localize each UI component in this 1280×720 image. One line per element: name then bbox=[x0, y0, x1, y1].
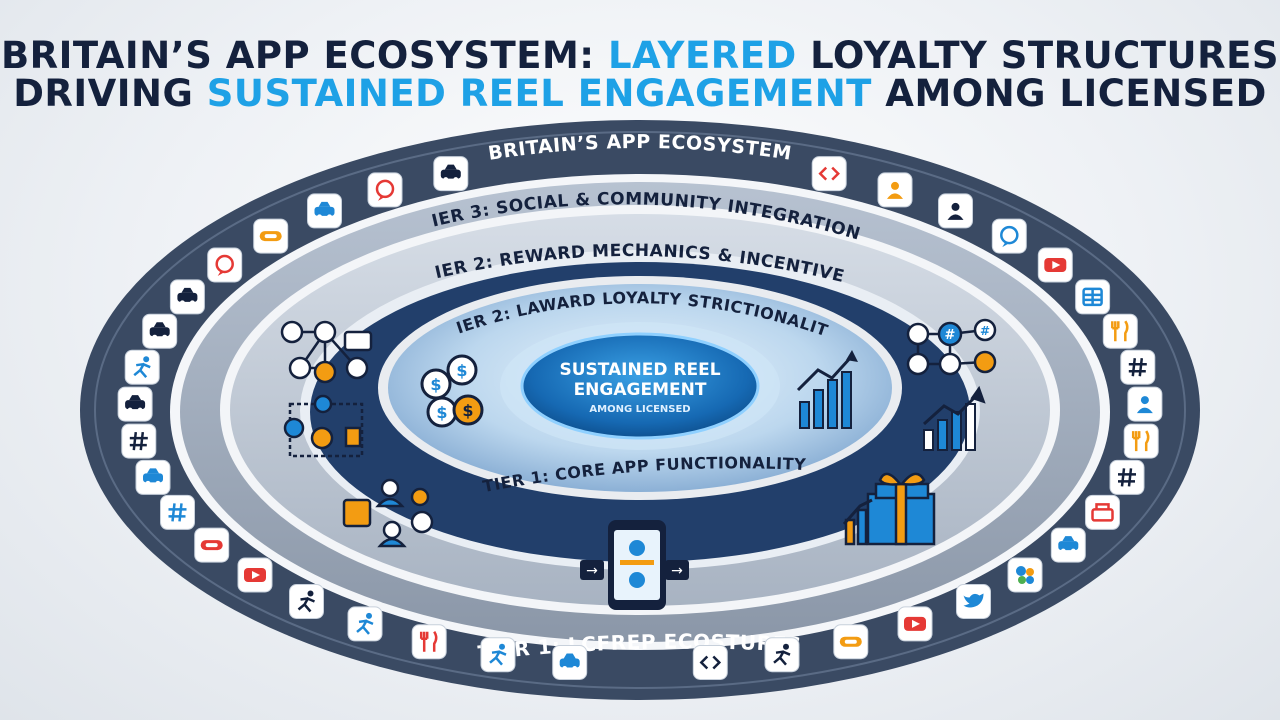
runner-icon bbox=[124, 349, 160, 385]
title-line-1: BRITAIN’S APP ECOSYSTEM: LAYERED LOYALTY… bbox=[0, 34, 1280, 77]
pill-icon bbox=[194, 527, 230, 563]
play-icon bbox=[1037, 247, 1073, 283]
title-text: DRIVING bbox=[13, 72, 207, 115]
car-icon bbox=[142, 313, 178, 349]
person-icon bbox=[938, 193, 973, 229]
runner-icon bbox=[289, 584, 324, 619]
code-icon bbox=[811, 156, 847, 192]
play-icon bbox=[897, 606, 933, 642]
grid-icon bbox=[1075, 279, 1111, 315]
car-icon bbox=[433, 156, 469, 192]
team-people-icon bbox=[342, 478, 434, 548]
svg-text:→: → bbox=[586, 563, 598, 579]
runner-icon bbox=[347, 606, 383, 642]
cutlery-icon bbox=[411, 624, 447, 660]
title-text: LOYALTY STRUCTURES bbox=[796, 34, 1280, 77]
person-icon bbox=[1127, 386, 1163, 422]
core-center bbox=[520, 332, 760, 440]
community-people-icon bbox=[283, 394, 364, 458]
core-line-1: SUSTAINED REEL bbox=[559, 360, 720, 380]
car-icon bbox=[552, 645, 588, 680]
svg-text:$: $ bbox=[456, 361, 467, 380]
car-icon bbox=[135, 459, 171, 495]
coins-icon: $ $ $ $ bbox=[420, 354, 484, 428]
app-icon-ring bbox=[117, 156, 1163, 680]
hashtag-icon bbox=[121, 423, 157, 459]
svg-text:$: $ bbox=[462, 401, 473, 420]
chat-bubble-icon bbox=[367, 172, 403, 208]
bird-icon bbox=[956, 584, 991, 619]
svg-text:#: # bbox=[980, 324, 990, 338]
person-icon bbox=[877, 172, 913, 208]
title-text: AMONG LICENSED bbox=[871, 72, 1267, 115]
core-line-2: ENGAGEMENT bbox=[574, 380, 707, 400]
runner-icon bbox=[764, 637, 800, 673]
puzzle-icon bbox=[1007, 557, 1043, 593]
title-highlight: LAYERED bbox=[607, 34, 797, 77]
car-icon bbox=[117, 386, 153, 422]
title-line-2: DRIVING SUSTAINED REEL ENGAGEMENT AMONG … bbox=[0, 72, 1280, 115]
growth-chart-icon bbox=[796, 350, 858, 429]
svg-text:$: $ bbox=[430, 375, 441, 394]
car-icon bbox=[169, 279, 205, 315]
svg-text:→: → bbox=[671, 563, 683, 579]
social-network-icon bbox=[280, 320, 373, 384]
pill-icon bbox=[833, 624, 869, 660]
cutlery-icon bbox=[1123, 423, 1159, 459]
svg-text:#: # bbox=[945, 328, 956, 343]
hashtag-network-icon: # # bbox=[906, 318, 997, 376]
cutlery-icon bbox=[1102, 313, 1138, 349]
svg-text:$: $ bbox=[436, 403, 447, 422]
pill-icon bbox=[253, 218, 289, 254]
runner-icon bbox=[480, 637, 516, 673]
title-highlight: SUSTAINED REEL ENGAGEMENT bbox=[206, 72, 872, 115]
core-line-3: AMONG LICENSED bbox=[589, 404, 690, 415]
hashtag-icon bbox=[160, 494, 195, 530]
hashtag-icon bbox=[1120, 349, 1156, 385]
basket-icon bbox=[1085, 494, 1120, 530]
car-icon bbox=[307, 193, 342, 229]
smartphone-icon: → → bbox=[580, 520, 689, 610]
hashtag-icon bbox=[1109, 459, 1145, 495]
chat-bubble-icon bbox=[207, 247, 243, 283]
code-icon bbox=[692, 645, 728, 680]
title-text: BRITAIN’S APP ECOSYSTEM: bbox=[0, 34, 608, 77]
trend-chart-icon bbox=[922, 385, 986, 451]
gift-icon bbox=[842, 472, 936, 546]
car-icon bbox=[1050, 527, 1086, 563]
play-icon bbox=[237, 557, 273, 593]
chat-bubble-icon bbox=[991, 218, 1027, 254]
